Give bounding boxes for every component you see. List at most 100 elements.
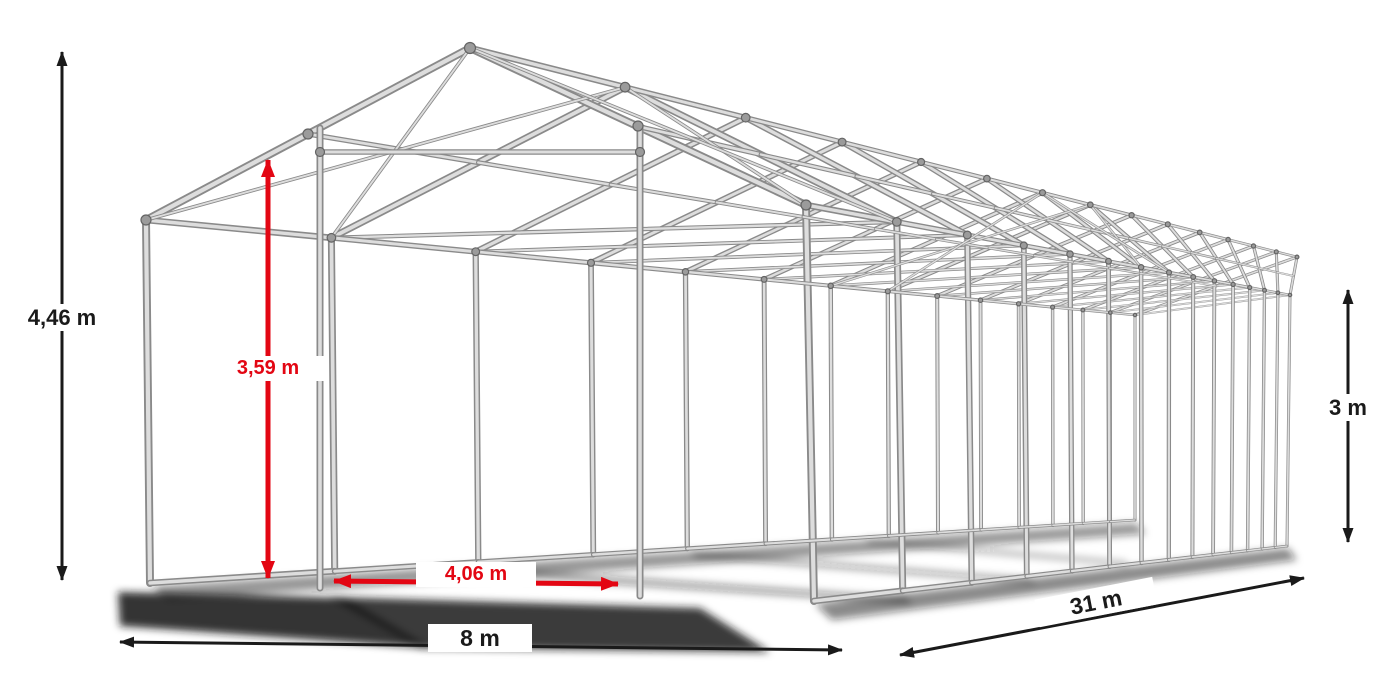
frame-member (469, 47, 898, 223)
frame-joint (681, 267, 690, 276)
frame-member (1107, 260, 1143, 269)
frame-member (1070, 565, 1111, 573)
frame-member (1227, 238, 1255, 247)
frame-member (686, 542, 767, 550)
frame-member (763, 260, 1110, 281)
frame-member (1068, 252, 1074, 573)
frame-joint (1287, 292, 1293, 298)
frame-joint (471, 247, 481, 257)
frame-joint (740, 112, 751, 123)
frame-joint (1164, 221, 1171, 228)
frame-member (1130, 214, 1169, 226)
frame-member (802, 215, 877, 230)
frame-member (1276, 271, 1295, 277)
frame-member (1261, 546, 1276, 550)
frame-joint (1230, 281, 1236, 288)
frame-member (979, 299, 983, 531)
tent-steel-frame (140, 41, 1300, 605)
frame-member (1089, 203, 1133, 217)
frame-member (1258, 267, 1278, 273)
frame-member (804, 203, 899, 224)
frame-member (1128, 237, 1164, 247)
frame-member (1198, 231, 1229, 241)
frame-member (148, 569, 337, 585)
frame-member (1017, 302, 1021, 529)
frame-member (855, 175, 935, 195)
frame-joint (1128, 211, 1135, 219)
frame-member (474, 250, 480, 564)
frame-joint (1294, 254, 1300, 260)
frame-member (143, 217, 153, 586)
frame-member (1108, 267, 1141, 274)
frame-member (994, 207, 1049, 221)
frame-member (1068, 252, 1110, 263)
frame-joint (302, 128, 314, 140)
frame-member (330, 220, 898, 239)
frame-joint (827, 282, 835, 290)
frame-member (715, 201, 805, 218)
frame-member (1252, 245, 1278, 253)
frame-member (1073, 261, 1110, 269)
frame-member (936, 295, 982, 302)
frame-member (1213, 280, 1234, 286)
frame-joint (1132, 312, 1138, 318)
frame-member (1017, 303, 1054, 308)
frame-joint (634, 146, 646, 158)
frame-member (763, 278, 832, 287)
frame-joint (1165, 269, 1173, 276)
frame-member (1192, 276, 1216, 282)
frame-member (306, 132, 480, 164)
shadow-patch (865, 538, 1130, 566)
frame-member (474, 234, 969, 253)
frame-joint (962, 230, 972, 240)
frame-joint (800, 199, 812, 211)
frame-joint (1250, 243, 1257, 249)
frame-member (1109, 311, 1136, 316)
frame-member (1168, 271, 1195, 278)
frame-member (623, 85, 748, 120)
frame-member (1232, 283, 1251, 289)
frame-member (476, 553, 595, 564)
frame-joint (977, 297, 984, 304)
frame-member (1022, 244, 1029, 578)
frame-member (830, 534, 890, 541)
frame-member (1082, 520, 1112, 524)
frame-member (744, 116, 844, 144)
frame-joint (1261, 287, 1267, 293)
frame-joint (884, 288, 891, 295)
frame-member (1167, 277, 1194, 283)
frame-member (1051, 286, 1251, 308)
frame-joint (983, 174, 991, 183)
frame-joint (1104, 257, 1112, 265)
frame-member (330, 47, 471, 239)
dimension-label-door-width: 4,06 m (416, 562, 536, 587)
dimension-label-side-height: 3 m (1300, 394, 1396, 422)
frame-member (624, 86, 807, 206)
frame-member (589, 261, 595, 557)
frame-member (932, 192, 997, 209)
frame-joint (1225, 236, 1231, 243)
frame-member (1041, 191, 1092, 206)
frame-joint (463, 41, 477, 55)
frame-member (1230, 283, 1235, 554)
frame-member (329, 235, 337, 574)
frame-member (1139, 272, 1169, 279)
frame-member (762, 278, 767, 545)
frame-member (936, 294, 940, 534)
frame-member (812, 589, 905, 603)
frame-member (684, 270, 766, 281)
frame-member (1191, 275, 1195, 559)
frame-member (1022, 244, 1072, 256)
frame-member (887, 271, 1170, 292)
frame-member (1190, 251, 1218, 260)
frame-member (985, 177, 1044, 194)
frame-member (829, 284, 834, 541)
frame-member (1161, 245, 1192, 254)
frame-joint (1019, 241, 1028, 250)
frame-member (803, 202, 817, 604)
frame-member (684, 253, 1071, 273)
frame-joint (1049, 304, 1056, 310)
frame-joint (837, 137, 847, 147)
